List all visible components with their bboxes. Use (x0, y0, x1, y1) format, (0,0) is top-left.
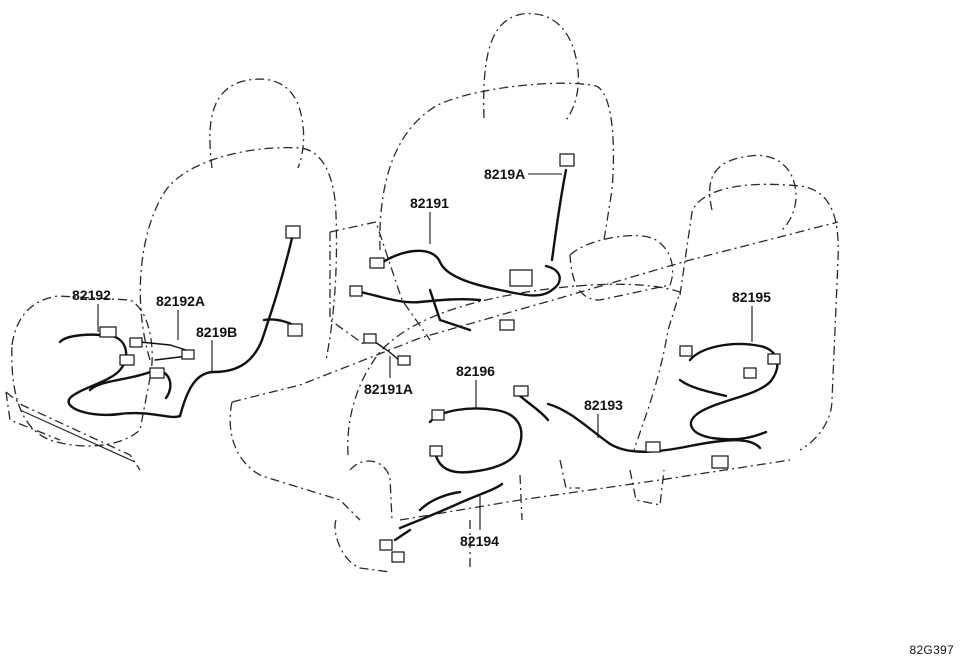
rear-armrest-outline (569, 234, 674, 301)
label-8219A: 8219A (484, 166, 525, 182)
harness-8219A-path (550, 168, 568, 262)
label-82192: 82192 (72, 287, 111, 303)
leader-lines (97, 173, 753, 530)
connector-82193-a (645, 441, 661, 453)
connector-82192-b (119, 354, 135, 366)
connector-82195-b (767, 353, 781, 365)
harness-82194 (379, 482, 504, 563)
harness-82196-branch (516, 392, 550, 422)
harness-82191-branch (358, 288, 482, 332)
connector-82191A-a (363, 333, 377, 344)
harness-82191-path (378, 249, 561, 297)
rear-leg-outline (349, 460, 665, 521)
connector-82195-a (679, 345, 693, 357)
connector-82192A-a (129, 337, 143, 348)
connector-82191A-b (397, 355, 411, 366)
harness-8219B (178, 225, 303, 418)
connector-82191-d (499, 319, 515, 331)
connector-82194-a (379, 539, 393, 551)
harness-82192A-path (139, 341, 189, 361)
rear-seat-shell-outline (347, 283, 681, 456)
label-82191A: 82191A (364, 381, 413, 397)
left-seatback-outline (139, 146, 338, 361)
left-headrest-outline (209, 78, 305, 169)
label-82192A: 82192A (156, 293, 205, 309)
harness-82196 (428, 385, 550, 474)
connector-82192A-b (181, 349, 195, 360)
figure-code: 82G397 (909, 643, 954, 657)
label-8219B: 8219B (196, 324, 237, 340)
connector-8219A (559, 153, 575, 167)
rear-bench-front-outline (229, 401, 361, 521)
harness-82195-path (688, 342, 779, 441)
label-82196: 82196 (456, 363, 495, 379)
connector-82196-a (431, 409, 445, 421)
part-labels: 82192 82192A 8219B 82191 8219A 82191A 82… (72, 166, 771, 549)
middle-headrest-outline (483, 12, 580, 121)
rear-leg2-outline (519, 459, 580, 521)
label-82193: 82193 (584, 397, 623, 413)
connector-82193-b (711, 455, 729, 469)
connector-82196-b (513, 385, 529, 397)
connector-82191-c (509, 269, 533, 287)
left-cushion-outline (11, 295, 153, 447)
middle-seatback-outline (379, 82, 615, 251)
harness-82195 (678, 342, 781, 441)
left-seat-base-outline (5, 391, 141, 471)
connector-82194-b (391, 551, 405, 563)
harness-82193 (546, 402, 762, 469)
middle-cushion-outline (329, 221, 431, 346)
left-seat (5, 78, 338, 471)
label-82191: 82191 (410, 195, 449, 211)
rear-frame-outline (334, 459, 791, 573)
harness-82194-branch (393, 490, 462, 542)
rear-bench-top-outline (231, 221, 839, 403)
second-row-seat (329, 12, 615, 346)
connector-8219B-mid (287, 323, 303, 337)
harness-8219B-path (178, 236, 294, 418)
connector-82195-c (743, 367, 757, 379)
connector-82192-a (99, 326, 117, 338)
label-82195: 82195 (732, 289, 771, 305)
harness-82191 (349, 249, 561, 332)
harness-82192A (129, 337, 195, 361)
left-rail (19, 409, 136, 463)
connector-82192-c (149, 367, 165, 379)
harness-82191A (363, 333, 411, 366)
rear-bench (229, 154, 839, 573)
rear-headrest-outline (708, 154, 797, 231)
harness-82195-branch (678, 378, 728, 398)
connector-82196-c (429, 445, 443, 457)
connector-82191-b (349, 285, 363, 297)
harness-82196-path (428, 407, 523, 474)
harness-8219A (550, 153, 575, 262)
rear-seatback-right-outline (679, 183, 839, 451)
harness-82194-path (398, 482, 504, 530)
harness-82192 (58, 326, 182, 419)
connector-82191-a (369, 257, 385, 269)
connector-8219B-top (285, 225, 301, 239)
label-82194: 82194 (460, 533, 499, 549)
